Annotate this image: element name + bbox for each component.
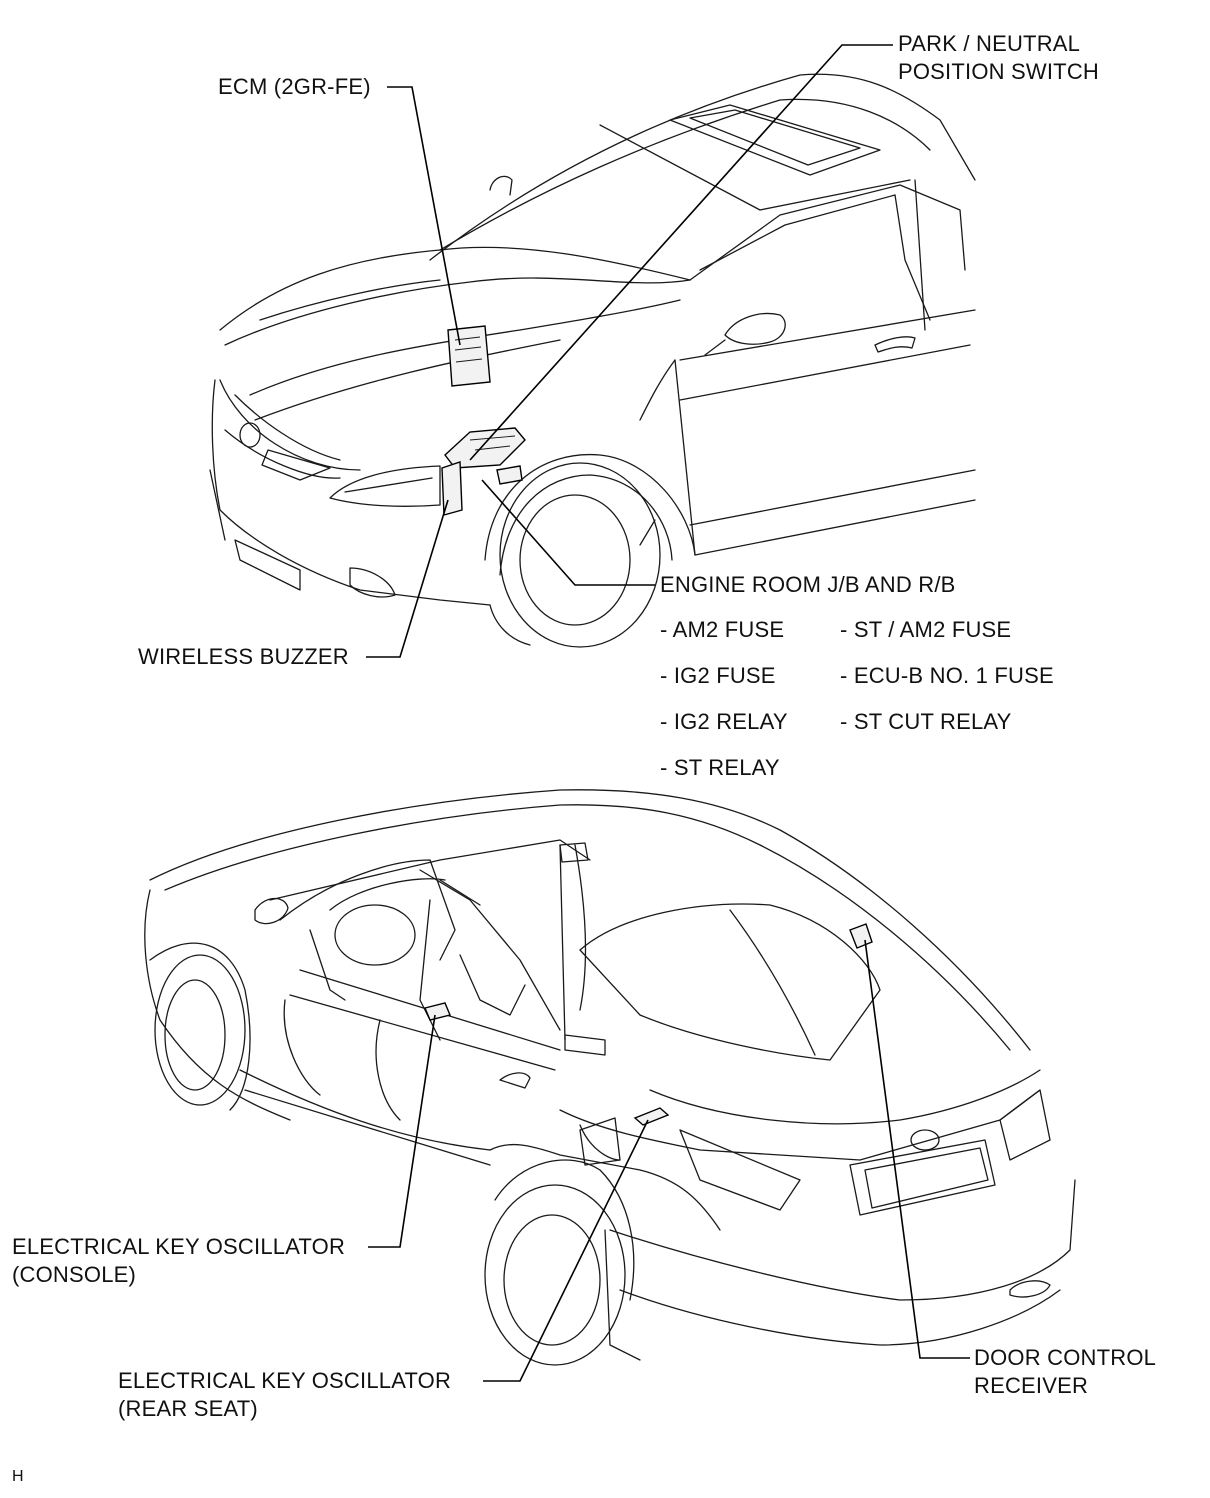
fuse-item: - ST / AM2 FUSE xyxy=(840,617,1012,642)
ecm-label: ECM (2GR-FE) xyxy=(218,74,371,99)
fuse-item: - AM2 FUSE xyxy=(660,617,785,642)
key-osc-console-label: ELECTRICAL KEY OSCILLATOR (CONSOLE) xyxy=(12,1233,345,1289)
key-osc-rear-line2: (REAR SEAT) xyxy=(118,1396,258,1421)
wireless-buzzer-label: WIRELESS BUZZER xyxy=(138,644,349,669)
fuse-item: - ST RELAY xyxy=(660,755,780,780)
fuse-item: - IG2 FUSE xyxy=(660,663,776,688)
park-neutral-line1: PARK / NEUTRAL xyxy=(898,31,1081,56)
key-osc-console-line1: ELECTRICAL KEY OSCILLATOR xyxy=(12,1234,346,1259)
front-car-drawing xyxy=(209,73,976,648)
fuse-item: - ECU-B NO. 1 FUSE xyxy=(840,663,1054,688)
fuse-item: - ST CUT RELAY xyxy=(840,709,1012,734)
fuse-item: - IG2 RELAY xyxy=(660,709,788,734)
key-osc-rear-label: ELECTRICAL KEY OSCILLATOR (REAR SEAT) xyxy=(118,1367,451,1423)
park-neutral-line2: POSITION SWITCH xyxy=(898,59,1099,84)
door-control-label: DOOR CONTROL RECEIVER xyxy=(974,1344,1156,1400)
rear-car-drawing xyxy=(144,789,1076,1366)
leader-lines xyxy=(366,44,970,1382)
key-osc-rear-line1: ELECTRICAL KEY OSCILLATOR xyxy=(118,1368,452,1393)
corner-mark: H xyxy=(12,1468,24,1485)
key-osc-console-line2: (CONSOLE) xyxy=(12,1262,137,1287)
engine-room-label: ENGINE ROOM J/B AND R/B xyxy=(660,572,956,597)
park-neutral-label: PARK / NEUTRAL POSITION SWITCH xyxy=(898,30,1099,86)
door-control-line2: RECEIVER xyxy=(974,1373,1089,1398)
door-control-line1: DOOR CONTROL xyxy=(974,1345,1157,1370)
